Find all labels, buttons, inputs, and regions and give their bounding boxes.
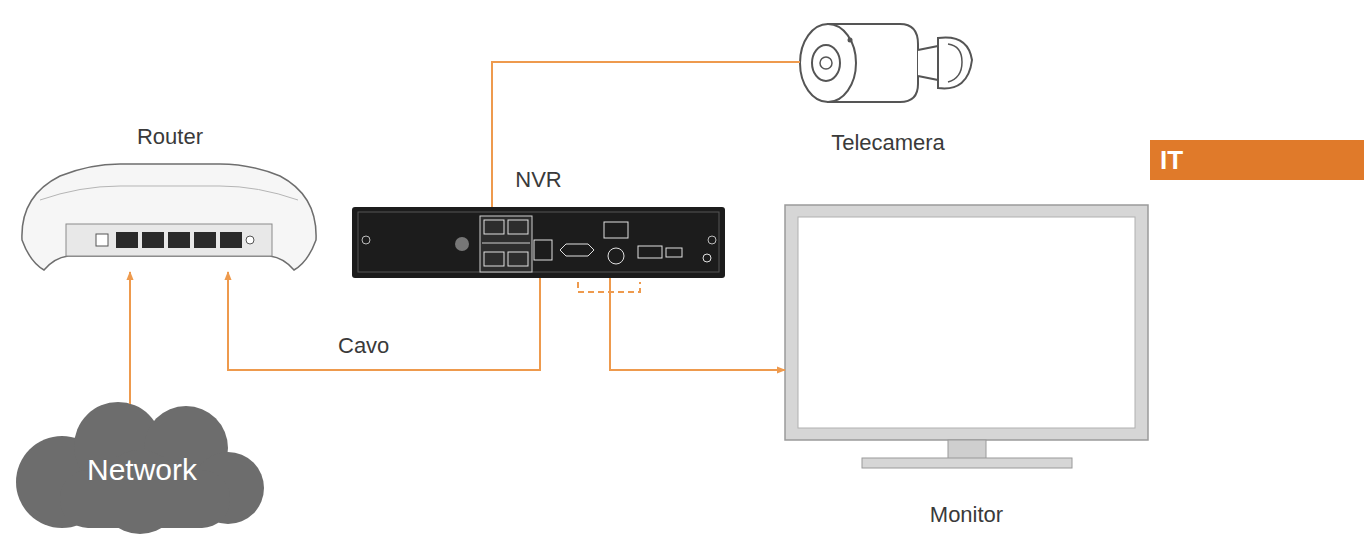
nvr-illustration bbox=[352, 207, 725, 278]
language-tab: IT bbox=[1150, 140, 1364, 180]
cable-connector bbox=[228, 272, 540, 370]
device-label: Telecamera bbox=[740, 130, 1036, 156]
network-cloud: Network bbox=[14, 404, 270, 532]
device-label: Router bbox=[0, 124, 380, 150]
tab-label: IT bbox=[1150, 140, 1364, 180]
router-device: Router bbox=[20, 158, 320, 272]
router-illustration bbox=[22, 164, 316, 270]
cloud-label: Network bbox=[14, 453, 270, 487]
nvr-device: NVR bbox=[352, 207, 725, 278]
device-label: Monitor bbox=[725, 502, 1208, 528]
cable-label: Cavo bbox=[336, 333, 391, 359]
device-label: NVR bbox=[292, 167, 785, 193]
monitor-illustration bbox=[785, 205, 1148, 468]
camera-device: Telecamera bbox=[800, 20, 976, 110]
cable-connector bbox=[129, 272, 131, 404]
monitor-device: Monitor bbox=[785, 205, 1148, 468]
camera-illustration bbox=[800, 24, 972, 102]
cable-connector bbox=[610, 278, 785, 370]
